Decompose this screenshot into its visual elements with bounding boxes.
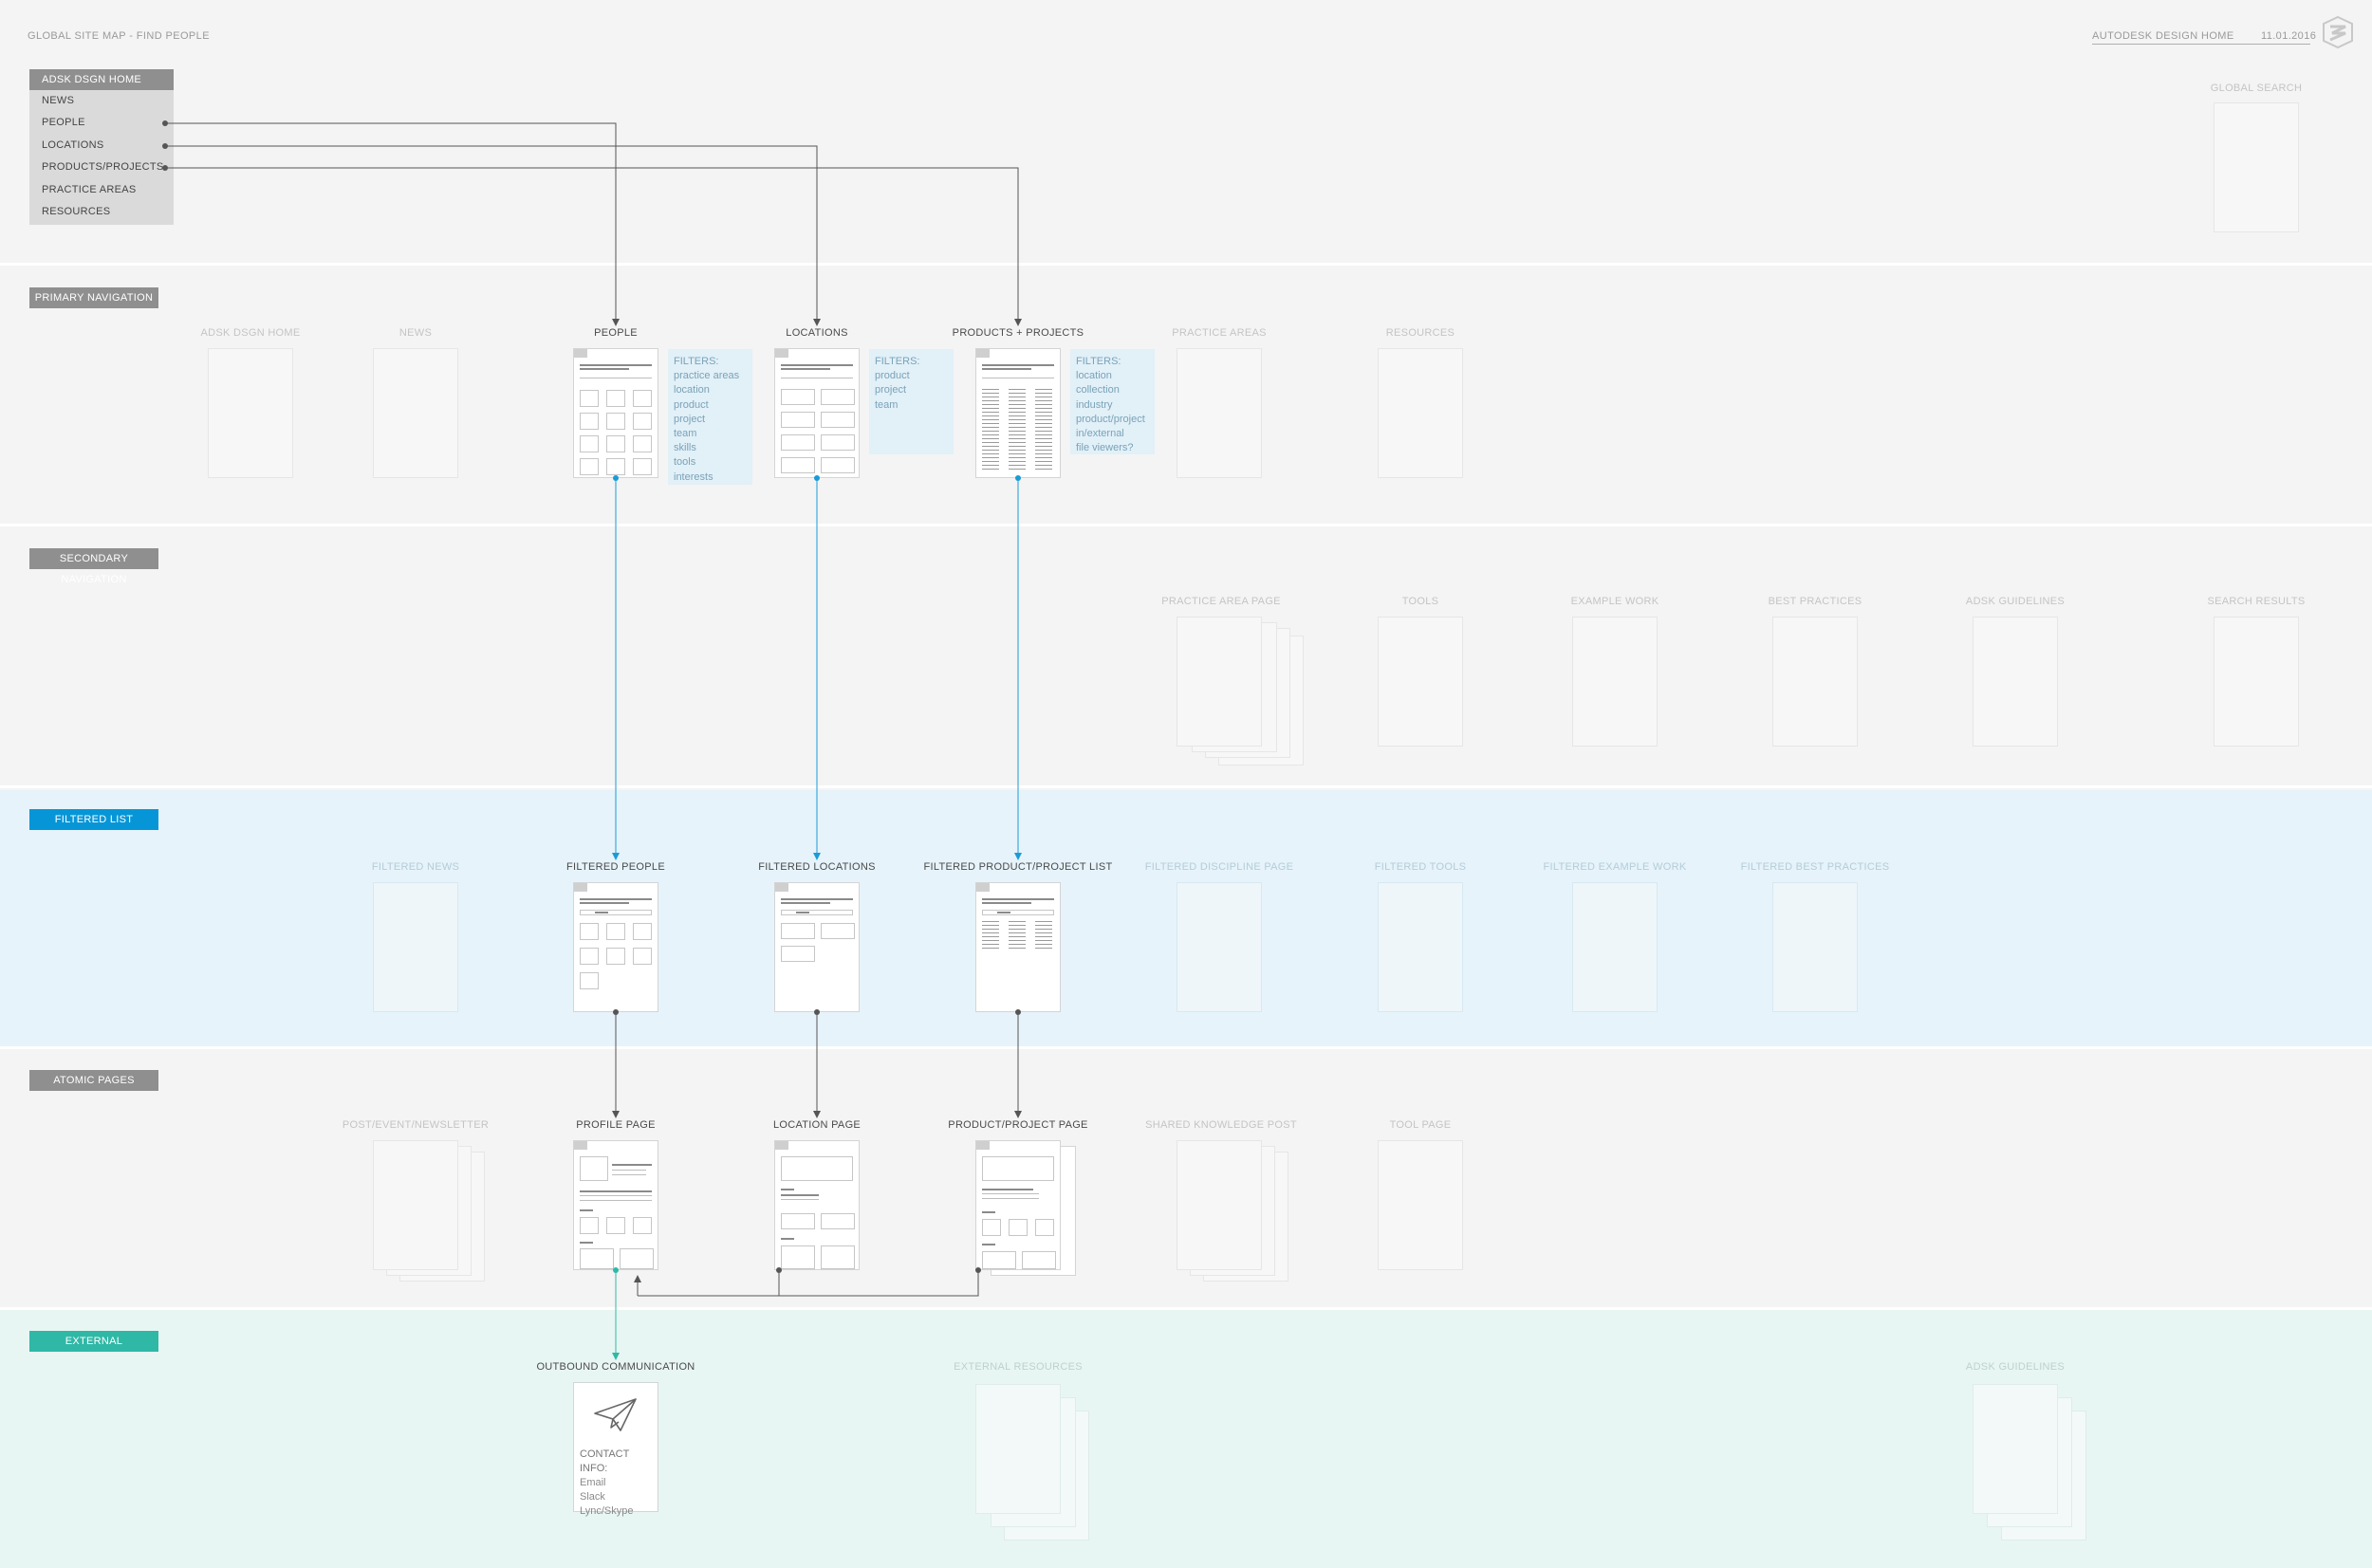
label-shared-knowledge-post: SHARED KNOWLEDGE POST xyxy=(1145,1119,1297,1131)
autodesk-logo-icon xyxy=(2323,15,2353,49)
global-search-label: GLOBAL SEARCH xyxy=(2210,83,2303,94)
label-practice-area-page: PRACTICE AREA PAGE xyxy=(1161,596,1281,607)
page-filtered-news[interactable] xyxy=(373,882,458,1012)
section-external: EXTERNAL xyxy=(29,1331,158,1352)
label-tool-page: TOOL PAGE xyxy=(1389,1119,1452,1131)
page-best-practices[interactable] xyxy=(1772,617,1858,747)
project-name: AUTODESK DESIGN HOME xyxy=(2092,30,2234,42)
global-search-page[interactable] xyxy=(2214,102,2299,232)
label-example-work: EXAMPLE WORK xyxy=(1570,596,1659,607)
menu-connectors xyxy=(165,122,1022,326)
page-profile[interactable] xyxy=(573,1140,658,1270)
label-filtered-example-work: FILTERED EXAMPLE WORK xyxy=(1543,861,1687,873)
page-locations[interactable] xyxy=(774,348,860,478)
page-news[interactable] xyxy=(373,348,458,478)
filters-people: FILTERS: practice areas location product… xyxy=(668,349,752,485)
site-menu: ADSK DSGN HOME NEWS PEOPLE LOCATIONS PRO… xyxy=(29,69,174,225)
page-adsk-guidelines[interactable] xyxy=(1973,617,2058,747)
label-tools: TOOLS xyxy=(1401,596,1439,607)
page-filtered-people[interactable] xyxy=(573,882,658,1012)
menu-item-people[interactable]: PEOPLE xyxy=(42,117,85,129)
menu-item-resources[interactable]: RESOURCES xyxy=(42,205,111,217)
page-practice-area-page[interactable] xyxy=(1177,617,1262,747)
label-post-event-newsletter: POST/EVENT/NEWSLETTER xyxy=(342,1119,490,1131)
page-tools[interactable] xyxy=(1378,617,1463,747)
label-products-projects: PRODUCTS + PROJECTS xyxy=(952,327,1084,339)
divider xyxy=(0,1307,2372,1310)
page-shared-knowledge-post[interactable] xyxy=(1177,1140,1262,1270)
divider xyxy=(0,785,2372,788)
label-filtered-news: FILTERED NEWS xyxy=(371,861,460,873)
menu-item-news[interactable]: NEWS xyxy=(42,95,75,106)
divider xyxy=(0,524,2372,526)
page-adsk-dsgn-home[interactable] xyxy=(208,348,293,478)
page-post-event-newsletter[interactable] xyxy=(373,1140,458,1270)
divider xyxy=(0,1046,2372,1049)
page-filtered-tools[interactable] xyxy=(1378,882,1463,1012)
filters-locations: FILTERS: product project team xyxy=(869,349,954,454)
page-filtered-products[interactable] xyxy=(975,882,1061,1012)
label-best-practices: BEST PRACTICES xyxy=(1768,596,1862,607)
page-tool[interactable] xyxy=(1378,1140,1463,1270)
page-product-project[interactable] xyxy=(975,1140,1061,1270)
label-people: PEOPLE xyxy=(594,327,638,339)
page-outbound-communication[interactable]: CONTACT INFO: Email Slack Lync/Skype xyxy=(573,1382,658,1517)
page-filtered-locations[interactable] xyxy=(774,882,860,1012)
contact-info: CONTACT INFO: Email Slack Lync/Skype xyxy=(580,1448,634,1517)
filters-products: FILTERS: location collection industry pr… xyxy=(1070,349,1155,454)
label-filtered-tools: FILTERED TOOLS xyxy=(1374,861,1467,873)
section-filtered-list: FILTERED LIST xyxy=(29,809,158,830)
page-filtered-example-work[interactable] xyxy=(1572,882,1658,1012)
divider xyxy=(0,263,2372,266)
label-outbound-communication: OUTBOUND COMMUNICATION xyxy=(536,1361,695,1373)
menu-item-products[interactable]: PRODUCTS/PROJECTS xyxy=(42,161,164,174)
label-filtered-products: FILTERED PRODUCT/PROJECT LIST xyxy=(923,861,1113,873)
label-filtered-locations: FILTERED LOCATIONS xyxy=(758,861,876,873)
diagram-title: GLOBAL SITE MAP - FIND PEOPLE xyxy=(28,30,210,42)
menu-item-locations[interactable]: LOCATIONS xyxy=(42,138,104,151)
label-filtered-people: FILTERED PEOPLE xyxy=(566,861,665,873)
label-profile-page: PROFILE PAGE xyxy=(576,1119,656,1131)
diagram-date: 11.01.2016 xyxy=(2261,30,2317,42)
label-external-guidelines: ADSK GUIDELINES xyxy=(1965,1361,2066,1373)
section-primary-navigation: PRIMARY NAVIGATION xyxy=(29,287,158,308)
page-products-projects[interactable] xyxy=(975,348,1061,478)
page-external-guidelines[interactable] xyxy=(1973,1384,2058,1514)
label-adsk-guidelines: ADSK GUIDELINES xyxy=(1965,596,2066,607)
page-example-work[interactable] xyxy=(1572,617,1658,747)
page-people[interactable] xyxy=(573,348,658,478)
label-filtered-discipline: FILTERED DISCIPLINE PAGE xyxy=(1144,861,1294,873)
page-search-results[interactable] xyxy=(2214,617,2299,747)
label-practice-areas: PRACTICE AREAS xyxy=(1172,327,1267,339)
label-news: NEWS xyxy=(398,327,433,339)
label-location-page: LOCATION PAGE xyxy=(772,1119,862,1131)
section-secondary-navigation: SECONDARY NAVIGATION xyxy=(29,548,158,585)
page-filtered-discipline[interactable] xyxy=(1177,882,1262,1012)
section-atomic-pages: ATOMIC PAGES xyxy=(29,1070,158,1091)
page-resources[interactable] xyxy=(1378,348,1463,478)
label-locations: LOCATIONS xyxy=(786,327,848,339)
label-search-results: SEARCH RESULTS xyxy=(2207,596,2306,607)
label-filtered-best-practices: FILTERED BEST PRACTICES xyxy=(1740,861,1890,873)
page-practice-areas[interactable] xyxy=(1177,348,1262,478)
menu-head[interactable]: ADSK DSGN HOME xyxy=(29,69,174,90)
page-location[interactable] xyxy=(774,1140,860,1270)
page-external-resources[interactable] xyxy=(975,1384,1061,1514)
header-underline xyxy=(2092,44,2310,45)
label-product-project-page: PRODUCT/PROJECT PAGE xyxy=(948,1119,1088,1131)
atomic-cross-connectors xyxy=(634,1270,979,1297)
label-resources: RESOURCES xyxy=(1385,327,1455,339)
menu-item-practice-areas[interactable]: PRACTICE AREAS xyxy=(42,183,137,195)
paper-plane-icon xyxy=(594,1398,637,1431)
page-filtered-best-practices[interactable] xyxy=(1772,882,1858,1012)
label-external-resources: EXTERNAL RESOURCES xyxy=(954,1361,1083,1373)
label-adsk-dsgn-home: ADSK DSGN HOME xyxy=(200,327,301,339)
